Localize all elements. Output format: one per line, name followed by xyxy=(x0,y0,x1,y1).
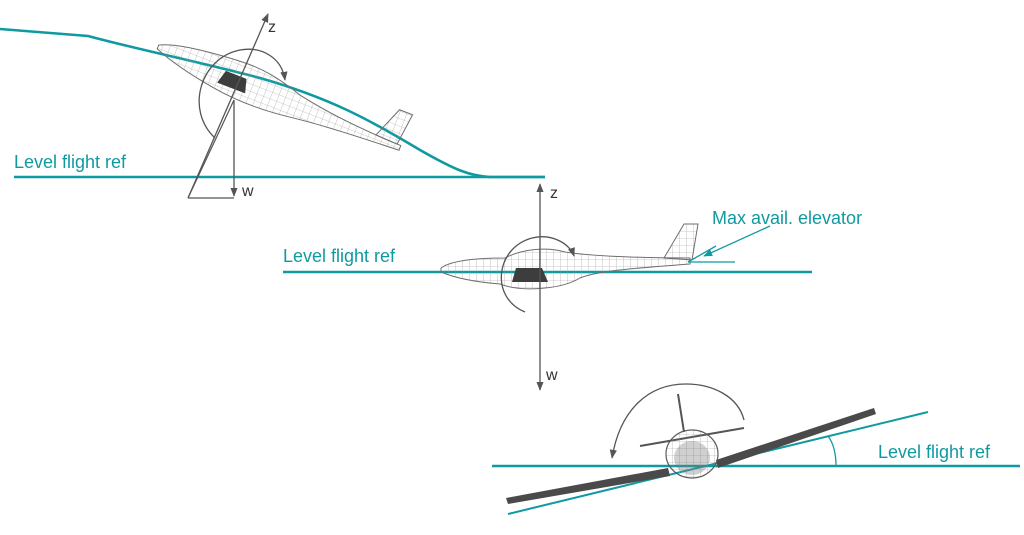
wing-root xyxy=(217,70,247,94)
axis-z-label-1: z xyxy=(268,19,276,36)
pitch-rotation-arrow-2 xyxy=(500,236,575,313)
level-flight-ref-label-2: Level flight ref xyxy=(283,246,396,266)
fuselage-front xyxy=(665,429,719,479)
vertical-tail-level xyxy=(663,223,699,261)
axis-w-label-1: w xyxy=(241,183,254,200)
level-flight-scene: Level flight ref z w Max avail. elevator xyxy=(283,183,862,391)
pitch-down-scene: Level flight ref z w xyxy=(0,13,545,200)
aircraft-front-view xyxy=(506,393,876,504)
vertical-fin xyxy=(677,393,685,433)
elevator-deflected-line xyxy=(687,245,717,263)
body-z-axis-1 xyxy=(187,13,269,199)
axis-z-label-2: z xyxy=(550,185,558,202)
axis-w-label-2: w xyxy=(545,367,558,384)
roll-rotation-arrow xyxy=(609,383,745,459)
max-elevator-label: Max avail. elevator xyxy=(712,208,862,228)
vertical-tail xyxy=(375,109,414,145)
wing-left xyxy=(506,468,670,504)
wing-right xyxy=(716,408,876,468)
fuselage-front-shade xyxy=(674,441,710,475)
fuselage xyxy=(156,44,402,151)
roll-scene: Level flight ref xyxy=(492,383,1020,515)
wing-root-level xyxy=(512,268,548,282)
fuselage-level xyxy=(440,248,691,290)
level-flight-ref-label-1: Level flight ref xyxy=(14,152,127,172)
aircraft-side-level xyxy=(440,223,699,290)
aircraft-side-pitched xyxy=(156,44,414,151)
w-component-diagonal xyxy=(187,99,235,199)
pitch-rotation-arrow-1 xyxy=(198,48,288,139)
max-elevator-pointer xyxy=(703,225,771,257)
level-flight-ref-label-3: Level flight ref xyxy=(878,442,991,462)
roll-angle-arc xyxy=(827,435,837,467)
flight-path-curve xyxy=(0,27,545,179)
